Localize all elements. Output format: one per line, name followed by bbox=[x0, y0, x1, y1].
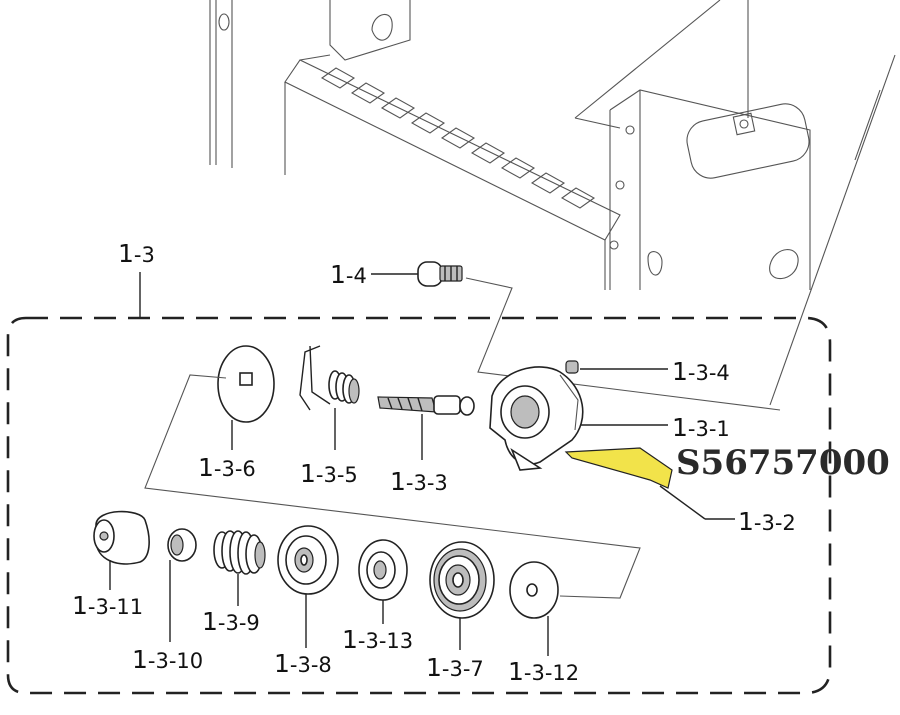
part-label: 1-3-1 bbox=[672, 413, 730, 442]
wire-spring-1-3-5 bbox=[299, 345, 360, 450]
screw-1-4 bbox=[371, 261, 781, 411]
part-label: 1-3-11 bbox=[72, 591, 143, 620]
part-label: 1-3-5 bbox=[300, 459, 358, 488]
part-label: 1-4 bbox=[330, 260, 367, 289]
bobbin-case-1-3-1 bbox=[489, 366, 668, 471]
highlight-code: S56757000 bbox=[676, 443, 890, 483]
washer-1-3-13 bbox=[358, 539, 408, 624]
group-label: 1-3 bbox=[118, 239, 155, 318]
part-label: 1-3-8 bbox=[274, 649, 332, 678]
part-label: 1-3-7 bbox=[426, 653, 484, 682]
set-screw-1-3-4 bbox=[565, 360, 668, 374]
adjust-screw-1-3-3 bbox=[377, 395, 475, 460]
tension-spring-1-3-2 bbox=[564, 447, 735, 520]
part-label: 1-3-12 bbox=[508, 657, 579, 686]
bearing-1-3-7 bbox=[429, 541, 495, 650]
coil-spring-1-3-9 bbox=[213, 530, 266, 606]
part-label: 1-3-10 bbox=[132, 645, 203, 674]
group-label-text: 1-3 bbox=[118, 239, 155, 268]
part-label: 1-3-9 bbox=[202, 607, 260, 636]
cap-1-3-11 bbox=[93, 510, 150, 590]
disc-1-3-6 bbox=[217, 345, 275, 450]
pulley-1-3-8 bbox=[277, 525, 339, 648]
part-label: 1-3-3 bbox=[390, 467, 448, 496]
part-label: 1-3-2 bbox=[738, 507, 796, 536]
machine-frame bbox=[209, 0, 896, 406]
part-labels: 1-4 1-3-4 1-3-1 1-3-2 1-3-6 1-3-5 1-3-3 … bbox=[72, 260, 796, 686]
part-label: 1-3-13 bbox=[342, 625, 413, 654]
washer-1-3-12 bbox=[509, 561, 559, 656]
axis-guide-upper bbox=[144, 374, 641, 599]
part-label: 1-3-6 bbox=[198, 453, 256, 482]
part-label: 1-3-4 bbox=[672, 357, 730, 386]
bushing-1-3-10 bbox=[167, 528, 197, 642]
